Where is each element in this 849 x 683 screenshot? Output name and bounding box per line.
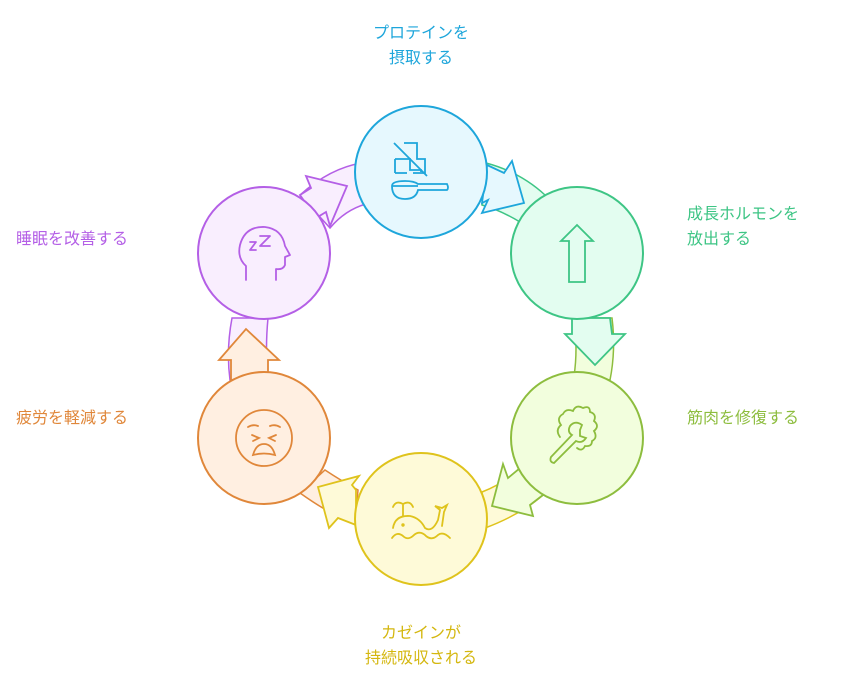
arrow-casein-to-fatigue [316, 474, 362, 530]
label-line: 筋肉を修復する [687, 408, 800, 427]
node-casein [354, 452, 488, 586]
label-line: カゼインが [380, 623, 462, 642]
node-protein [354, 105, 488, 239]
label-casein: カゼインが 持続吸収される [365, 620, 477, 670]
label-line: 睡眠を改善する [16, 229, 129, 248]
label-line: 放出する [687, 229, 752, 248]
label-line: 成長ホルモンを [687, 204, 800, 223]
node-muscle [510, 371, 644, 505]
label-line: プロテインを [372, 23, 470, 42]
label-protein: プロテインを 摂取する [373, 20, 469, 70]
tired-face-icon [235, 409, 293, 467]
sleeping-head-icon [238, 226, 291, 281]
label-line: 疲労を軽減する [16, 408, 129, 427]
label-fatigue: 疲労を軽減する [16, 405, 128, 430]
protein-scoop-icon [391, 142, 449, 200]
arrow-up-icon [558, 223, 596, 283]
node-fatigue [197, 371, 331, 505]
wrench-gear-icon [549, 405, 598, 464]
arrows [217, 158, 628, 530]
label-sleep: 睡眠を改善する [16, 226, 128, 251]
label-muscle: 筋肉を修復する [687, 405, 799, 430]
whale-icon [391, 501, 451, 540]
label-line: 摂取する [388, 48, 454, 67]
arrow-hormone-to-muscle [562, 317, 628, 367]
node-sleep [197, 186, 331, 320]
node-hormone [510, 186, 644, 320]
label-hormone: 成長ホルモンを 放出する [687, 201, 799, 251]
nodes [197, 105, 644, 586]
arrow-protein-to-hormone [480, 158, 526, 215]
label-line: 持続吸収される [364, 648, 478, 667]
